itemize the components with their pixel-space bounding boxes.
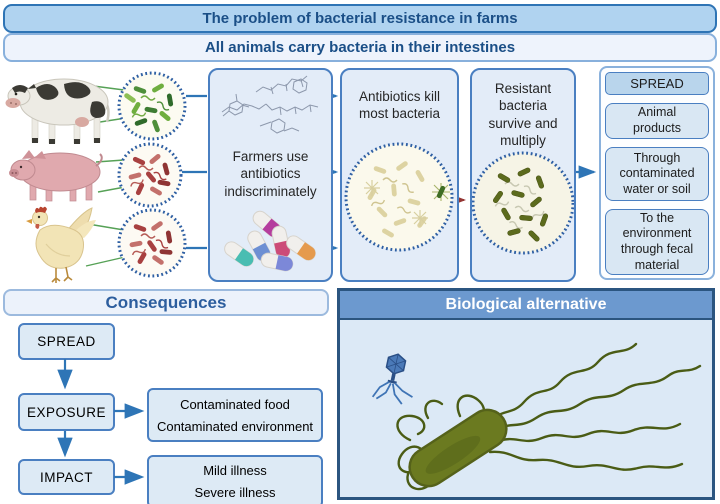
- biological-alternative-panel: Biological alternative: [337, 288, 715, 500]
- exposure-detail-food: Contaminated food: [180, 396, 290, 412]
- resistant-bacteria-box: Resistant bacteria survive and multiply: [470, 68, 576, 282]
- gut-bacteria-circle-chicken: [117, 208, 187, 278]
- farmers-label: Farmers use antibiotics indiscriminately: [224, 149, 317, 199]
- farmers-antibiotics-box: Farmers use antibiotics indiscriminately: [208, 68, 333, 282]
- biological-alternative-header: Biological alternative: [340, 291, 712, 320]
- cow-illustration: [5, 78, 110, 144]
- antibiotic-capsules-icon: [224, 210, 316, 272]
- flow-graphics-layer: [5, 71, 597, 283]
- dying-bacteria-circle: [344, 142, 454, 252]
- antibiotic-molecule-icon: [221, 75, 319, 134]
- step-spread: SPREAD: [18, 323, 115, 360]
- impact-detail-severe: Severe illness: [194, 484, 276, 500]
- chicken-illustration: [26, 206, 96, 283]
- spread-item-animal-products: Animal products: [605, 103, 709, 139]
- phage-and-bacterium-illustration: [371, 342, 702, 491]
- resistant-label: Resistant bacteria survive and multiply: [488, 81, 558, 148]
- exposure-detail-box: Contaminated food Contaminated environme…: [147, 388, 323, 442]
- spread-item-fecal-material: To the environment through fecal materia…: [605, 209, 709, 275]
- spread-panel: SPREAD Animal products Through contamina…: [599, 66, 715, 280]
- gut-bacteria-circle-pig: [117, 142, 183, 208]
- bacteriophage-icon: [371, 353, 413, 405]
- impact-detail-box: Mild illness Severe illness: [147, 455, 323, 504]
- gut-bacteria-circle-cow: [117, 71, 187, 141]
- antibiotics-label: Antibiotics kill most bacteria: [358, 89, 441, 122]
- bacterium-body: [408, 408, 508, 488]
- spread-panel-header: SPREAD: [605, 72, 709, 95]
- pig-illustration: [9, 150, 103, 202]
- subtitle-banner: All animals carry bacteria in their inte…: [3, 33, 717, 62]
- consequences-arrows: [57, 359, 145, 485]
- impact-detail-mild: Mild illness: [203, 463, 267, 479]
- resistant-bacteria-circle: [472, 151, 574, 255]
- step-impact: IMPACT: [18, 459, 115, 495]
- step-exposure: EXPOSURE: [18, 393, 115, 431]
- antibiotics-kill-box: Antibiotics kill most bacteria: [340, 68, 459, 282]
- consequences-header: Consequences: [3, 289, 329, 316]
- spread-item-water-soil: Through contaminated water or soil: [605, 147, 709, 201]
- main-title-banner: The problem of bacterial resistance in f…: [3, 4, 717, 33]
- exposure-detail-environment: Contaminated environment: [156, 418, 314, 434]
